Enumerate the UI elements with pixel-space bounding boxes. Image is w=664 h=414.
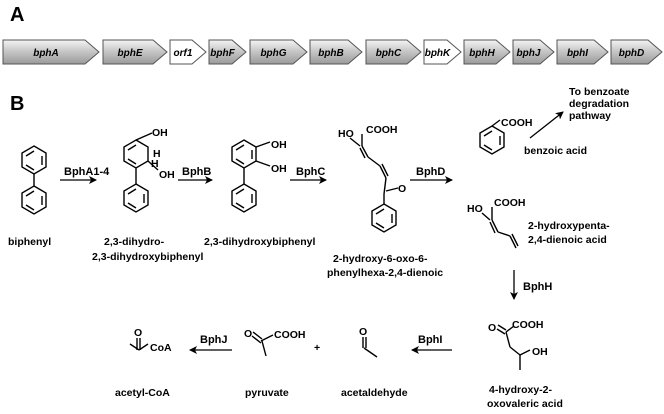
hopda-structure (349, 134, 399, 233)
atom-cooh-benzoic: COOH (501, 117, 533, 129)
atom-h-2: H (151, 158, 159, 170)
label-hpd-line2: 2,4-dienoic acid (528, 234, 607, 246)
gene-label: bphB (318, 48, 344, 59)
gene-arrow: bphE (102, 39, 168, 65)
gene-arrow: bphA (2, 39, 100, 65)
gene-label: orf1 (174, 48, 193, 59)
enzyme-bpha: BphA1-4 (64, 166, 110, 178)
label-pyruvate: pyruvate (245, 387, 289, 399)
label-hov-line2: oxovaleric acid (487, 398, 563, 410)
panel-label-b: B (10, 93, 24, 115)
atom-cooh-hpd: COOH (494, 197, 526, 209)
atom-o-pyruvate: O (244, 328, 252, 340)
gene-label: bphG (260, 48, 286, 59)
label-biphenyl: biphenyl (8, 236, 51, 248)
gene-arrow: bphG (249, 39, 308, 65)
note-benzoate-line2: degradation (569, 98, 629, 110)
atom-coa: CoA (150, 342, 172, 354)
enzyme-bphh: BphH (523, 281, 552, 293)
gene-label: bphD (619, 48, 645, 59)
benzoic-acid-structure (479, 119, 505, 155)
label-dihydrodiol-line2: 2,3-dihydroxybiphenyl (92, 251, 204, 263)
gene-label: bphK (425, 48, 451, 59)
gene-arrow: bphJ (512, 39, 555, 65)
note-benzoate-line3: pathway (569, 110, 611, 122)
note-benzoate-line1: To benzoate (569, 86, 630, 98)
pyruvate-structure (251, 331, 274, 357)
atom-ho-hopda: HO (338, 128, 354, 140)
gene-label: bphH (469, 48, 495, 59)
atom-oh-3: OH (271, 139, 287, 151)
panel-label-a: A (10, 4, 24, 26)
hydroxypentadienoate-structure (481, 207, 519, 249)
atom-cooh-hopda: COOH (366, 124, 398, 136)
gene-label: bphC (376, 48, 402, 59)
label-benzoic-acid: benzoic acid (524, 145, 587, 157)
atom-h-1: H (153, 148, 161, 160)
dihydroxybiphenyl-structure (231, 139, 271, 213)
gene-label: bphI (567, 48, 588, 59)
gene-label: bphJ (517, 48, 541, 59)
atom-oh-4: OH (271, 163, 287, 175)
gene-arrow: bphD (610, 39, 663, 65)
arrow-to-benzoate (529, 111, 564, 139)
atom-o-acetylcoa: O (134, 327, 142, 339)
enzyme-bphd: BphD (416, 166, 445, 178)
gene-label: bphE (118, 48, 143, 59)
atom-o-acetaldehyde: O (359, 326, 367, 338)
enzyme-bphj: BphJ (200, 334, 228, 346)
enzyme-bphc: BphC (296, 166, 325, 178)
atom-o-hopda: O (398, 183, 406, 195)
acetylcoa-structure (129, 338, 149, 351)
label-hopda-line2: phenylhexa-2,4-dienoic (327, 267, 443, 279)
gene-label: bphF (210, 48, 235, 59)
enzyme-bphi: BphI (418, 334, 442, 346)
gene-arrow: bphI (556, 39, 609, 65)
atom-ho-hpd: HO (467, 203, 483, 215)
gene-label: bphA (33, 48, 59, 59)
atom-cooh-pyruvate: COOH (274, 329, 306, 341)
enzyme-bphb: BphB (182, 166, 211, 178)
atom-oh-hov: OH (532, 346, 548, 358)
gene-arrow: bphH (463, 39, 511, 65)
gene-cluster: bphA bphE orf1 bphF bphG bphB bphC bphK bphH bphJ… (2, 39, 663, 65)
plus-sign: + (314, 342, 320, 354)
label-hopda-line1: 2-hydroxy-6-oxo-6- (333, 253, 428, 265)
label-acetylcoa: acetyl-CoA (115, 387, 170, 399)
hydroxyoxovalerate-structure (496, 324, 531, 370)
label-hpd-line1: 2-hydroxypenta- (528, 220, 610, 232)
label-dihydroxybiphenyl: 2,3-dihydroxybiphenyl (204, 236, 316, 248)
acetaldehyde-structure (362, 337, 378, 358)
label-acetaldehyde: acetaldehyde (341, 387, 408, 399)
atom-oh-2: OH (159, 169, 175, 181)
atom-o-hov: O (488, 322, 496, 334)
dihydrodiol-structure (123, 132, 159, 213)
label-dihydrodiol-line1: 2,3-dihydro- (104, 236, 165, 248)
atom-cooh-hov: COOH (512, 319, 544, 331)
atom-oh-1: OH (152, 127, 168, 139)
gene-arrow: bphC (365, 39, 422, 65)
label-hov-line1: 4-hydroxy-2- (489, 384, 553, 396)
biphenyl-structure (21, 145, 47, 215)
gene-arrow: bphB (309, 39, 363, 65)
gene-arrow: bphK (423, 39, 462, 65)
gene-arrow: orf1 (169, 39, 207, 65)
gene-arrow: bphF (208, 39, 247, 65)
